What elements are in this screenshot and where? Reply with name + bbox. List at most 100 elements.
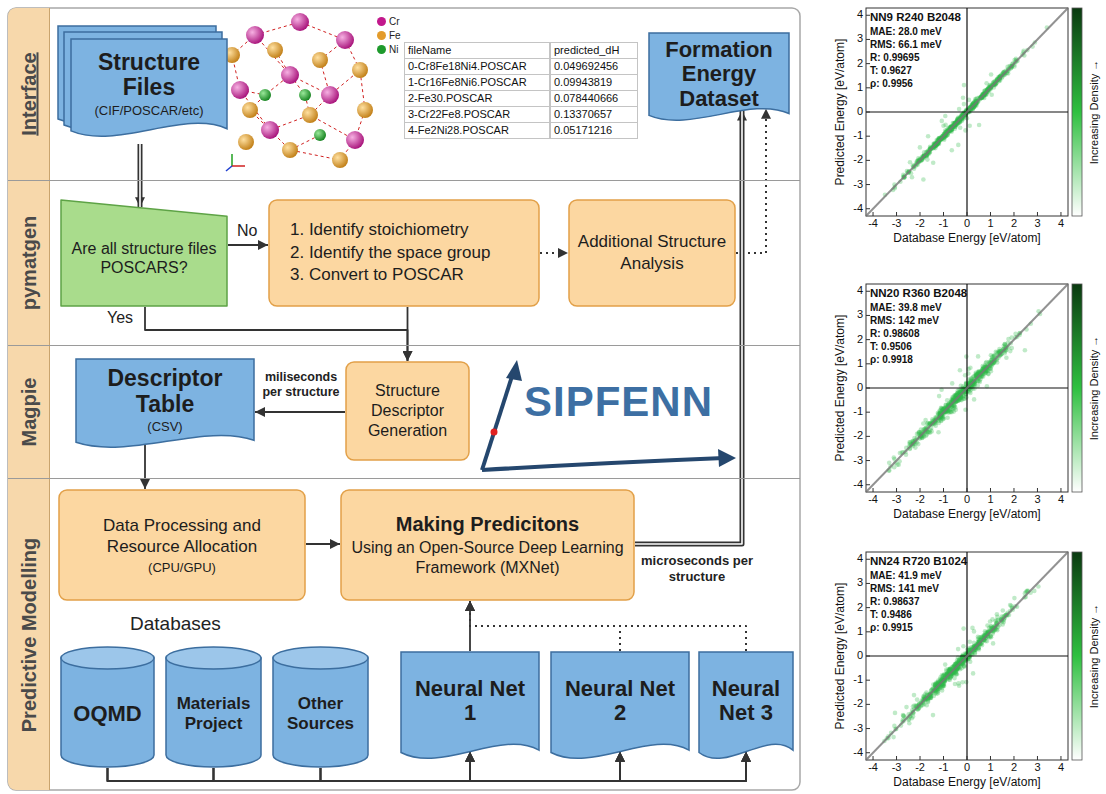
data-point: [970, 386, 975, 391]
data-point: [907, 721, 912, 726]
data-point: [921, 177, 926, 182]
crystal-structure: [224, 13, 373, 171]
data-point: [943, 114, 948, 119]
tick: [866, 436, 870, 437]
data-point: [910, 175, 915, 180]
tick: [866, 63, 870, 64]
tick: [943, 488, 944, 492]
data-point: [957, 107, 962, 112]
data-point: [931, 161, 936, 166]
tick: [1060, 212, 1061, 216]
data-point: [968, 640, 973, 645]
scatter-plot: [866, 8, 1082, 216]
tick: [990, 212, 991, 216]
data-point: [958, 368, 963, 373]
sipfenn-logo-arrows: [482, 360, 736, 470]
tick: [967, 488, 968, 492]
data-point: [952, 406, 957, 411]
data-point: [964, 354, 969, 359]
tick: [1013, 488, 1014, 492]
panel-frame: [8, 8, 800, 790]
identity-line: [866, 284, 1068, 492]
data-point: [989, 72, 994, 77]
data-point: [964, 395, 969, 400]
plot-frame: [866, 552, 1068, 760]
data-point: [901, 713, 906, 718]
data-point: [988, 619, 993, 624]
tick: [866, 39, 870, 40]
tick: [896, 212, 897, 216]
tick: [1060, 488, 1061, 492]
data-point: [964, 380, 969, 385]
tick: [866, 112, 870, 113]
tick: [866, 388, 870, 389]
data-point: [976, 354, 981, 359]
tick: [920, 212, 921, 216]
data-point: [926, 134, 931, 139]
plot-frame: [866, 8, 1068, 216]
data-point: [962, 83, 967, 88]
data-point: [956, 647, 961, 652]
data-point: [1001, 608, 1006, 613]
data-point: [962, 664, 967, 669]
data-point: [893, 711, 898, 716]
data-point: [958, 126, 963, 131]
data-point: [1010, 346, 1015, 351]
data-point: [892, 455, 897, 460]
data-point: [915, 697, 920, 702]
identity-line: [866, 8, 1068, 216]
data-point: [967, 123, 972, 128]
tick: [943, 212, 944, 216]
data-point: [1012, 596, 1017, 601]
tick: [866, 363, 870, 364]
data-point: [1023, 348, 1028, 353]
data-point: [971, 671, 976, 676]
data-point: [972, 629, 977, 634]
data-point: [995, 612, 1000, 617]
data-point: [892, 724, 897, 729]
tick: [866, 87, 870, 88]
tick: [866, 412, 870, 413]
data-point: [984, 360, 989, 365]
tick: [1037, 488, 1038, 492]
tick: [866, 339, 870, 340]
data-point: [962, 102, 967, 107]
tick: [967, 212, 968, 216]
data-point: [912, 693, 917, 698]
data-point: [972, 641, 977, 646]
tick: [866, 484, 870, 485]
data-point: [950, 381, 955, 386]
tick: [866, 184, 870, 185]
data-point: [901, 714, 906, 719]
tick: [1037, 212, 1038, 216]
tick: [866, 160, 870, 161]
data-point: [964, 680, 969, 685]
tick: [866, 15, 870, 16]
tick: [866, 291, 870, 292]
tick: [896, 488, 897, 492]
data-point: [961, 96, 966, 101]
data-point: [936, 430, 941, 435]
tick: [873, 212, 874, 216]
tick: [866, 315, 870, 316]
data-point: [918, 145, 923, 150]
scatter-points: [883, 25, 1049, 197]
data-point: [921, 421, 926, 426]
data-point: [968, 365, 973, 370]
data-point: [961, 626, 966, 631]
data-point: [1004, 356, 1009, 361]
data-point: [956, 143, 961, 148]
data-point: [961, 644, 966, 649]
data-point: [956, 681, 961, 686]
data-point: [950, 148, 955, 153]
scatter-plot: [866, 552, 1082, 760]
data-point: [902, 714, 907, 719]
data-point: [943, 662, 948, 667]
tick: [873, 488, 874, 492]
data-point: [931, 713, 936, 718]
data-point: [977, 123, 982, 128]
scatter-plot: [866, 284, 1082, 492]
data-point: [991, 641, 996, 646]
tick: [920, 488, 921, 492]
